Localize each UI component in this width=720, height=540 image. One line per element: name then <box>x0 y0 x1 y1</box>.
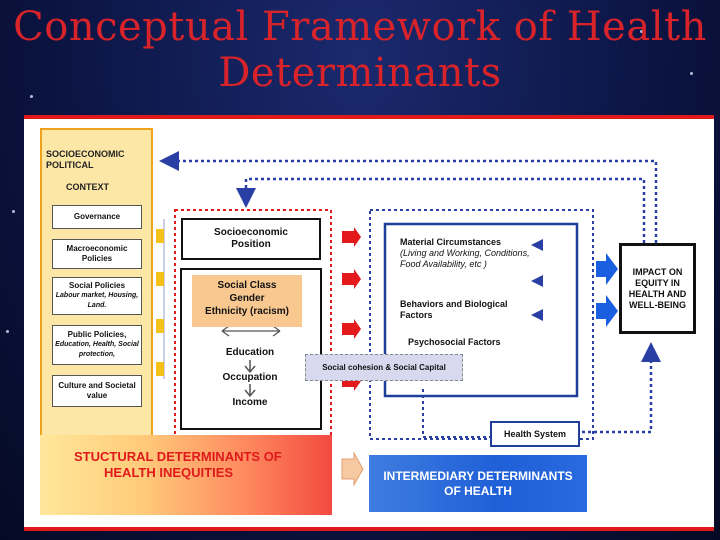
ethnicity-label: Ethnicity (racism) <box>205 306 289 317</box>
context-item-label: Macroeconomic Policies <box>66 244 128 263</box>
impact-label: IMPACT ON EQUITY IN HEALTH AND WELL-BEIN… <box>628 266 687 310</box>
context-connector <box>156 362 164 376</box>
psychosocial-label: Psychosocial Factors <box>408 337 501 347</box>
social-class-label: Social Class <box>217 280 277 291</box>
double-arrow <box>221 325 281 337</box>
structural-determinants-banner: STUCTURAL DETERMINANTS OF HEALTH INEQUIT… <box>40 435 332 515</box>
main-structural-box <box>180 268 322 430</box>
title-line2: Determinants <box>218 50 502 96</box>
star <box>30 95 33 98</box>
material-detail: (Living and Working, Conditions, Food Av… <box>400 248 530 269</box>
feedback-line-outer <box>159 151 658 243</box>
context-heading-2: POLITICAL <box>46 160 94 170</box>
main-intermediary-box <box>383 222 579 398</box>
intermediary-banner-line1: INTERMEDIARY DETERMINANTS <box>383 468 573 483</box>
intermediary-container <box>369 209 594 440</box>
context-heading-1: SOCIOECONOMIC <box>46 149 125 159</box>
health-system-link-left <box>422 389 490 438</box>
slide-title: Conceptual Framework of Health Determina… <box>0 4 720 96</box>
title-line1: Conceptual Framework of Health <box>13 4 707 50</box>
material-title: Material Circumstances <box>400 237 502 247</box>
star <box>690 72 693 75</box>
intermediary-banner-line2: OF HEALTH <box>444 483 512 498</box>
feedback-line-inner <box>236 177 646 243</box>
social-cohesion-box: Social cohesion & Social Capital <box>305 354 463 381</box>
blue-arrow <box>596 295 618 327</box>
down-arrow <box>244 384 256 398</box>
context-item-label: Governance <box>73 212 121 221</box>
down-arrow <box>244 360 256 374</box>
behaviors-label: Behaviors and Biological Factors <box>400 299 508 320</box>
context-item-label: Culture and Societal value <box>58 381 136 400</box>
context-item-macroeconomic: Macroeconomic Policies <box>52 239 142 269</box>
impact-box: IMPACT ON EQUITY IN HEALTH AND WELL-BEIN… <box>619 243 696 334</box>
structural-banner-line2: HEALTH INEQUITIES <box>104 465 234 480</box>
health-system-box: Health System <box>490 421 580 447</box>
intermediary-determinants-banner: INTERMEDIARY DETERMINANTS OF HEALTH <box>369 455 587 512</box>
star <box>12 210 15 213</box>
context-heading-3: CONTEXT <box>66 182 110 192</box>
socioeconomic-position-label: Socioeconomic Position <box>214 227 288 250</box>
red-arrow <box>342 227 361 247</box>
social-class-box: Social Class Gender Ethnicity (racism) <box>192 275 302 327</box>
context-item-culture: Culture and Societal value <box>52 375 142 407</box>
socioeconomic-position-box: Socioeconomic Position <box>181 218 321 260</box>
context-item-public-policies: Public Policies, Education, Health, Soci… <box>52 325 142 365</box>
red-arrow <box>342 319 361 339</box>
structural-banner-line1: STUCTURAL DETERMINANTS OF <box>74 449 282 464</box>
context-item-governance: Governance <box>52 205 142 229</box>
occupation-label: Occupation <box>222 372 278 383</box>
material-circumstances: Material Circumstances (Living and Worki… <box>400 237 540 270</box>
context-connector <box>156 229 164 243</box>
context-item-label: Public Policies, <box>67 330 127 339</box>
star <box>6 330 9 333</box>
transition-arrow <box>341 451 364 487</box>
star <box>640 30 643 33</box>
red-arrow <box>342 269 361 289</box>
blue-arrow <box>596 253 618 285</box>
health-system-link-right <box>576 342 661 434</box>
context-item-social-policies: Social Policies Labour market, Housing, … <box>52 277 142 315</box>
framework-panel: SOCIOECONOMIC POLITICAL CONTEXT Governan… <box>24 115 714 531</box>
context-connector <box>156 319 164 333</box>
education-label: Education <box>225 347 275 358</box>
socioeconomic-context-column: SOCIOECONOMIC POLITICAL CONTEXT Governan… <box>40 128 153 438</box>
context-item-label: Social Policies <box>68 281 126 290</box>
context-item-detail: Labour market, Housing, Land. <box>55 292 139 309</box>
context-connector <box>156 272 164 286</box>
context-item-detail: Education, Health, Social protection, <box>55 341 139 358</box>
income-label: Income <box>232 397 268 408</box>
gender-label: Gender <box>229 293 265 304</box>
